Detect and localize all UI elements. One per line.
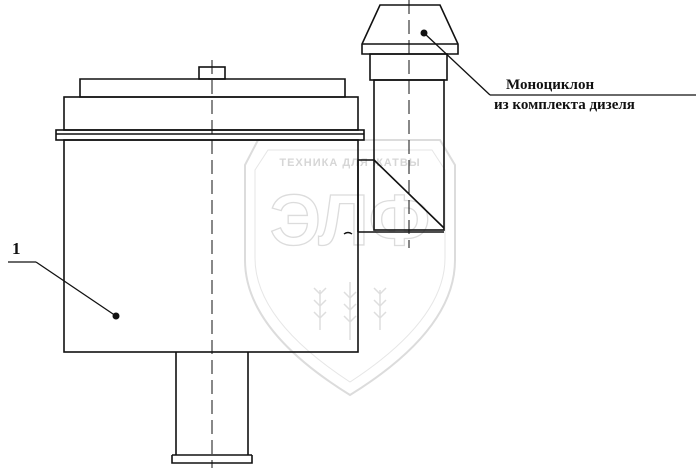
annotation-line-2: из комплекта дизеля xyxy=(494,97,635,113)
callout-part-1: 1 xyxy=(8,239,120,320)
watermark-shield xyxy=(244,139,456,397)
annotation-line-1: Моноциклон xyxy=(506,77,594,93)
watermark-logo: ТЕХНИКА ДЛЯ ЖАТВЫ ЭЛФ xyxy=(244,139,456,397)
callout-part-1-leader xyxy=(35,261,117,317)
air-filter-housing xyxy=(55,66,365,464)
callout-part-number: 1 xyxy=(12,239,21,258)
callout-part-1-dot xyxy=(112,312,120,320)
callout-monocyclone: Моноциклон из комплекта дизеля xyxy=(420,29,696,113)
filter-cover-rim xyxy=(63,96,359,131)
watermark-brand: ЭЛФ xyxy=(270,181,430,261)
watermark-slogan: ТЕХНИКА ДЛЯ ЖАТВЫ xyxy=(279,157,420,169)
hose-clamp-mark xyxy=(343,231,353,235)
filter-outlet-pipe xyxy=(175,352,249,455)
filter-flange xyxy=(55,129,365,141)
callout-monocyclone-leader xyxy=(423,32,491,96)
watermark-wheat-icon xyxy=(313,282,387,340)
watermark-shield-inner xyxy=(254,149,446,383)
filter-body xyxy=(63,139,359,353)
monocyclone-cap xyxy=(361,4,459,55)
